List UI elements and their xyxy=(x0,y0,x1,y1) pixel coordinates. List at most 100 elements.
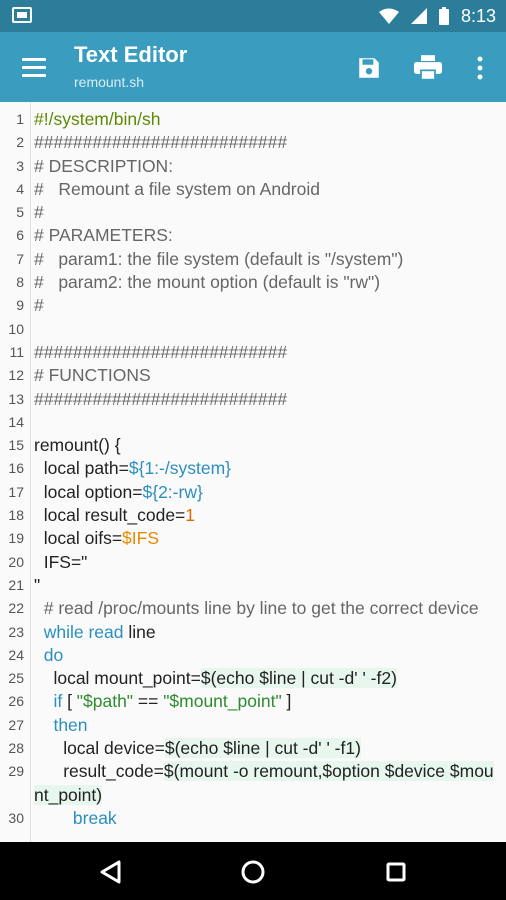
line-number: 10 xyxy=(8,320,24,337)
line-text: # param2: the mount option (default is "… xyxy=(28,271,506,294)
line-text: local oifs=$IFS xyxy=(28,527,506,550)
back-triangle-icon xyxy=(100,860,121,884)
navigation-bar xyxy=(0,842,506,900)
code-token: remount() { xyxy=(34,435,121,456)
code-line[interactable]: 23 while read line xyxy=(0,621,506,644)
code-line[interactable]: 30 break xyxy=(0,807,506,830)
code-token: ########################## xyxy=(34,341,288,362)
code-line[interactable]: 7# param1: the file system (default is "… xyxy=(0,248,506,271)
line-text: # PARAMETERS: xyxy=(28,224,506,247)
overflow-menu-button[interactable] xyxy=(462,50,498,86)
code-line[interactable]: 6# PARAMETERS: xyxy=(0,224,506,247)
line-text: local option=${2:-rw} xyxy=(28,481,506,504)
code-token: #!/system/bin/sh xyxy=(34,109,161,129)
code-line[interactable]: 3# DESCRIPTION: xyxy=(0,155,506,178)
code-line[interactable]: 21" xyxy=(0,574,506,597)
code-token: # param2: the mount option (default is "… xyxy=(34,272,381,293)
app-title: Text Editor xyxy=(74,42,188,67)
code-line[interactable]: 29 result_code=$(mount -o remount,$optio… xyxy=(0,760,506,807)
code-token: == xyxy=(133,691,164,712)
print-button[interactable] xyxy=(410,50,446,86)
save-icon xyxy=(359,58,379,78)
code-line[interactable]: 22 # read /proc/mounts line by line to g… xyxy=(0,597,506,620)
code-token: local path= xyxy=(34,458,129,479)
line-text: # FUNCTIONS xyxy=(28,364,506,387)
code-line[interactable]: 16 local path=${1:-/system} xyxy=(0,457,506,480)
code-line[interactable]: 28 local device=$(echo $line | cut -d' '… xyxy=(0,737,506,760)
code-token: ########################## xyxy=(34,388,288,409)
code-token: while read xyxy=(43,621,124,642)
code-line[interactable]: 26 if [ "$path" == "$mount_point" ] xyxy=(0,690,506,713)
code-line[interactable]: 12# FUNCTIONS xyxy=(0,364,506,387)
status-time: 8:13 xyxy=(460,5,496,26)
home-button[interactable] xyxy=(237,856,269,888)
signal-icon xyxy=(410,8,427,24)
code-token: # DESCRIPTION: xyxy=(34,155,174,176)
code-line[interactable]: 2########################## xyxy=(0,131,506,154)
line-text: # xyxy=(28,294,506,317)
recents-button[interactable] xyxy=(380,856,412,888)
code-line[interactable]: 4# Remount a file system on Android xyxy=(0,178,506,201)
line-number: 15 xyxy=(8,437,24,454)
line-number-gutter xyxy=(0,102,31,842)
code-token: [ xyxy=(62,691,77,712)
code-line[interactable]: 25 local mount_point=$(echo $line | cut … xyxy=(0,667,506,690)
line-text: # xyxy=(28,201,506,224)
code-token: $(echo $line | cut -d' ' -f1) xyxy=(164,738,361,759)
code-token: local oifs= xyxy=(34,528,123,549)
line-number: 26 xyxy=(8,693,24,710)
line-number: 12 xyxy=(8,367,24,384)
code-token: 1 xyxy=(185,505,196,526)
line-number: 8 xyxy=(16,274,24,291)
code-line[interactable]: 27 then xyxy=(0,714,506,737)
code-token: # xyxy=(34,295,44,316)
back-button[interactable] xyxy=(95,856,127,888)
code-token: if xyxy=(53,691,63,712)
code-line[interactable]: 13 ########################## xyxy=(0,388,506,411)
code-token: local result_code= xyxy=(34,505,186,526)
line-number: 13 xyxy=(8,390,24,407)
battery-icon xyxy=(438,7,449,25)
code-token: line xyxy=(123,621,156,642)
line-number: 22 xyxy=(8,600,24,617)
code-token: IFS=" xyxy=(34,551,88,572)
code-line[interactable]: 14 xyxy=(0,411,506,434)
save-button[interactable] xyxy=(351,50,387,86)
code-token: # PARAMETERS: xyxy=(34,225,173,246)
line-number: 4 xyxy=(16,180,24,197)
line-text: local result_code=1 xyxy=(28,504,506,527)
line-text: # Remount a file system on Android xyxy=(28,178,506,201)
code-line[interactable]: 8 # param2: the mount option (default is … xyxy=(0,271,506,294)
code-line[interactable]: 5# xyxy=(0,201,506,224)
code-line[interactable]: 1#!/system/bin/sh xyxy=(0,108,506,131)
line-number: 18 xyxy=(8,507,24,524)
code-line[interactable]: 20 IFS=" xyxy=(0,551,506,574)
code-token: " xyxy=(34,574,41,595)
line-text: result_code=$(mount -o remount,$option $… xyxy=(28,760,506,807)
line-number: 30 xyxy=(8,809,24,826)
line-number: 16 xyxy=(8,460,24,477)
line-number: 27 xyxy=(8,716,24,733)
code-token: # xyxy=(34,202,44,223)
line-text: IFS=" xyxy=(28,551,506,574)
code-line[interactable]: 24 do xyxy=(0,644,506,667)
code-line[interactable]: 10 xyxy=(0,318,506,341)
code-line[interactable]: 11 ########################## xyxy=(0,341,506,364)
line-text: if [ "$path" == "$mount_point" ] xyxy=(28,690,506,713)
code-token: ${1:-/system} xyxy=(128,458,232,479)
code-line[interactable]: 17 local option=${2:-rw} xyxy=(0,481,506,504)
code-line[interactable]: 19 local oifs=$IFS xyxy=(0,527,506,550)
menu-button[interactable] xyxy=(18,52,50,84)
line-number: 11 xyxy=(9,343,24,360)
code-token xyxy=(34,715,53,735)
menu-icon-bar xyxy=(22,74,46,77)
code-line[interactable]: 18 local result_code=1 xyxy=(0,504,506,527)
code-line[interactable]: 15 remount() { xyxy=(0,434,506,457)
code-line[interactable]: 9# xyxy=(0,294,506,317)
line-text: while read line xyxy=(28,621,506,644)
line-number: 2 xyxy=(16,134,24,151)
home-circle-icon xyxy=(241,860,265,884)
code-token: "$path" xyxy=(76,691,134,712)
